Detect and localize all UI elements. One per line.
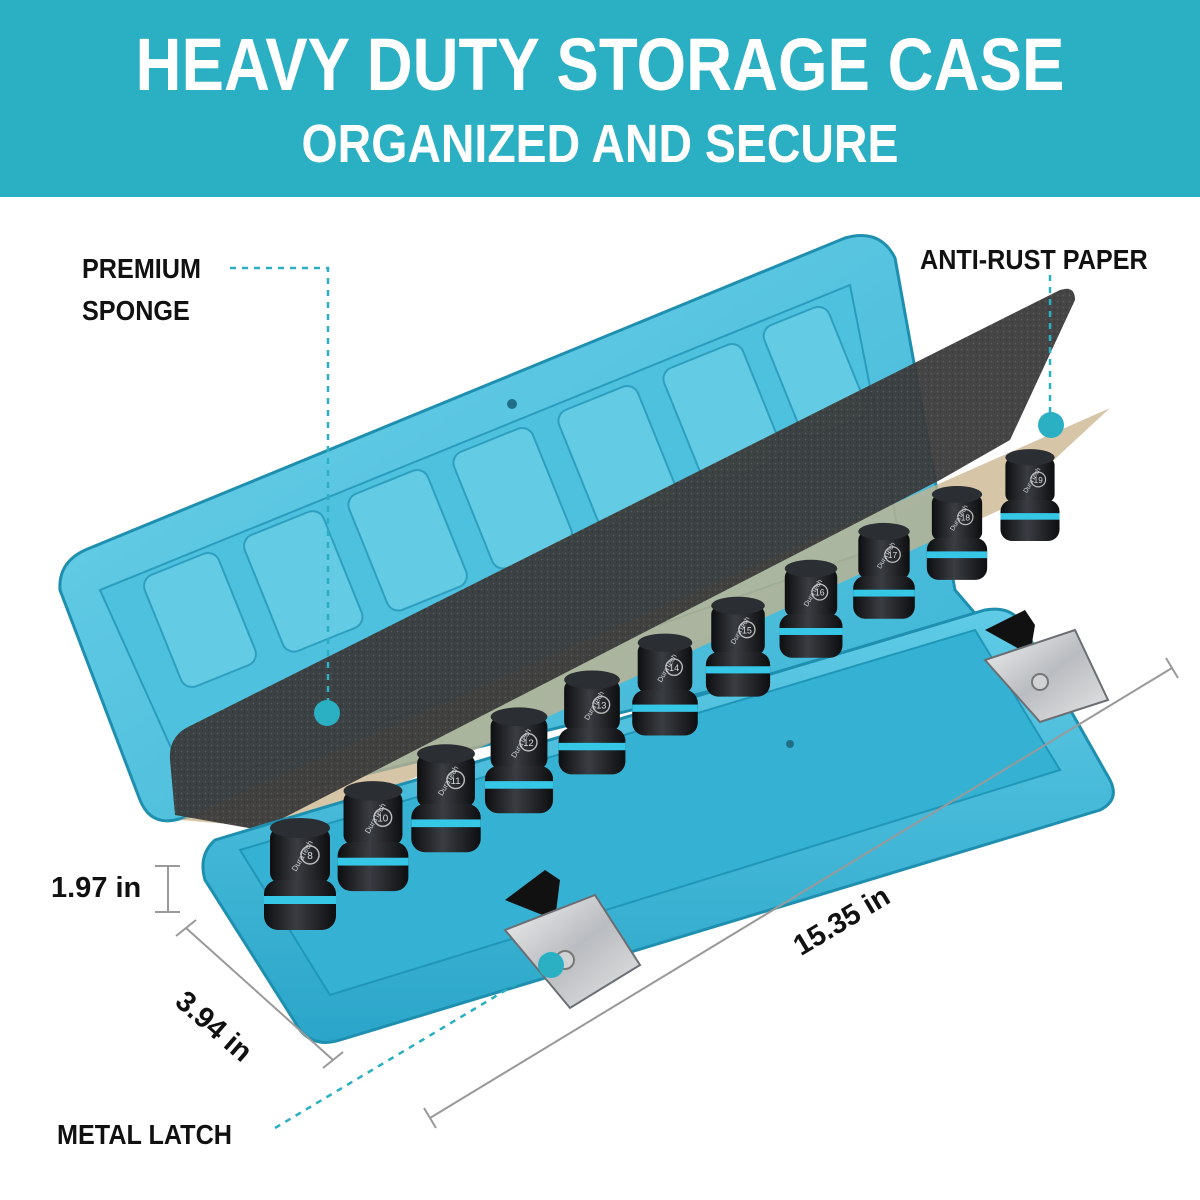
- dimension-lines: [155, 657, 1179, 1129]
- socket-body: [1030, 471, 1047, 488]
- socket-body: [343, 781, 403, 801]
- socket-size-label: 17: [888, 550, 898, 560]
- socket-body: [858, 531, 910, 579]
- socket-size-label: 12: [523, 738, 534, 749]
- socket-body: [665, 658, 683, 677]
- socket-size-label: 15: [742, 625, 752, 635]
- socket-body: [300, 845, 320, 865]
- socket-body: [484, 766, 554, 814]
- socket-body: [637, 642, 693, 693]
- socket-body: [637, 633, 693, 652]
- socket-body: [711, 605, 765, 655]
- socket-body: [337, 842, 409, 892]
- socket-band: [853, 589, 915, 597]
- socket-body: [738, 621, 756, 639]
- socket-body: [711, 596, 765, 615]
- socket-band: [632, 704, 698, 712]
- socket-size-label: 10: [377, 813, 388, 824]
- height-dimension-label: 1.97 in: [51, 872, 142, 904]
- page-title: HEAVY DUTY STORAGE CASE: [135, 23, 1065, 106]
- socket-body: [884, 546, 901, 563]
- premium-sponge-label-line1: PREMIUM: [82, 253, 202, 284]
- socket-body: [926, 538, 988, 580]
- socket-body: [1005, 449, 1055, 466]
- socket-body: [519, 733, 538, 752]
- premium-sponge-label-line2: SPONGE: [82, 295, 190, 326]
- socket-size-label: 11: [451, 776, 461, 787]
- metal-latch-label: METAL LATCH: [57, 1119, 232, 1150]
- paper-marker-dot: [1038, 412, 1064, 438]
- socket-size-label: 14: [669, 663, 679, 673]
- socket-body: [417, 753, 475, 807]
- sponge-marker-dot: [314, 700, 340, 726]
- socket-body: [343, 790, 403, 845]
- socket-body: [490, 716, 548, 769]
- socket-body: [373, 807, 393, 828]
- socket-body: [858, 522, 910, 541]
- socket-body: [1000, 500, 1060, 541]
- socket-body: [417, 744, 475, 764]
- socket-band: [1000, 513, 1060, 520]
- socket-band: [337, 857, 409, 866]
- socket-size-label: 19: [1034, 476, 1044, 485]
- socket-band: [779, 627, 843, 635]
- socket-band: [705, 666, 771, 674]
- latch-marker-dot: [538, 952, 564, 978]
- socket-band: [484, 781, 554, 789]
- socket-body: [784, 568, 838, 617]
- premium-sponge: [169, 288, 1075, 830]
- socket-body: [784, 559, 838, 578]
- socket-body: [490, 707, 548, 727]
- socket-band: [926, 551, 988, 559]
- socket-body: [558, 728, 626, 775]
- socket-body: [931, 486, 983, 503]
- metal-latch-back[interactable]: [983, 610, 1110, 724]
- socket-size-label: 13: [596, 701, 606, 711]
- socket-body: [270, 828, 330, 883]
- anti-rust-paper-label: ANTI-RUST PAPER: [920, 244, 1148, 275]
- socket-size-label: 16: [815, 588, 825, 598]
- socket-body: [931, 494, 983, 541]
- socket-body: [1005, 457, 1055, 503]
- socket-size-label: 8: [307, 851, 313, 862]
- socket-body: [446, 770, 466, 790]
- socket-set: 8DuraTech10DuraTech11DuraTech12DuraTech1…: [264, 449, 1060, 930]
- socket-body: [853, 576, 915, 619]
- socket-body: [411, 804, 481, 853]
- callout-lines: [230, 266, 1052, 1130]
- socket-body: [957, 508, 974, 526]
- socket-body: [811, 583, 829, 601]
- socket-body: [264, 880, 336, 930]
- socket-body: [632, 690, 698, 736]
- storage-case-illustration: 8DuraTech10DuraTech11DuraTech12DuraTech1…: [58, 234, 1179, 1130]
- socket-band: [558, 742, 626, 751]
- premium-sponge-label: PREMIUM SPONGE: [82, 248, 201, 332]
- socket-body: [270, 818, 330, 838]
- socket-size-label: 18: [961, 512, 971, 522]
- socket-body: [779, 614, 843, 658]
- socket-band: [264, 896, 336, 904]
- header-banner: HEAVY DUTY STORAGE CASE ORGANIZED AND SE…: [0, 0, 1200, 197]
- socket-band: [411, 819, 481, 828]
- page-subtitle: ORGANIZED AND SECURE: [301, 114, 899, 174]
- socket-body: [564, 670, 620, 690]
- socket-body: [705, 652, 771, 697]
- socket-body: [564, 679, 620, 731]
- socket-body: [592, 695, 611, 714]
